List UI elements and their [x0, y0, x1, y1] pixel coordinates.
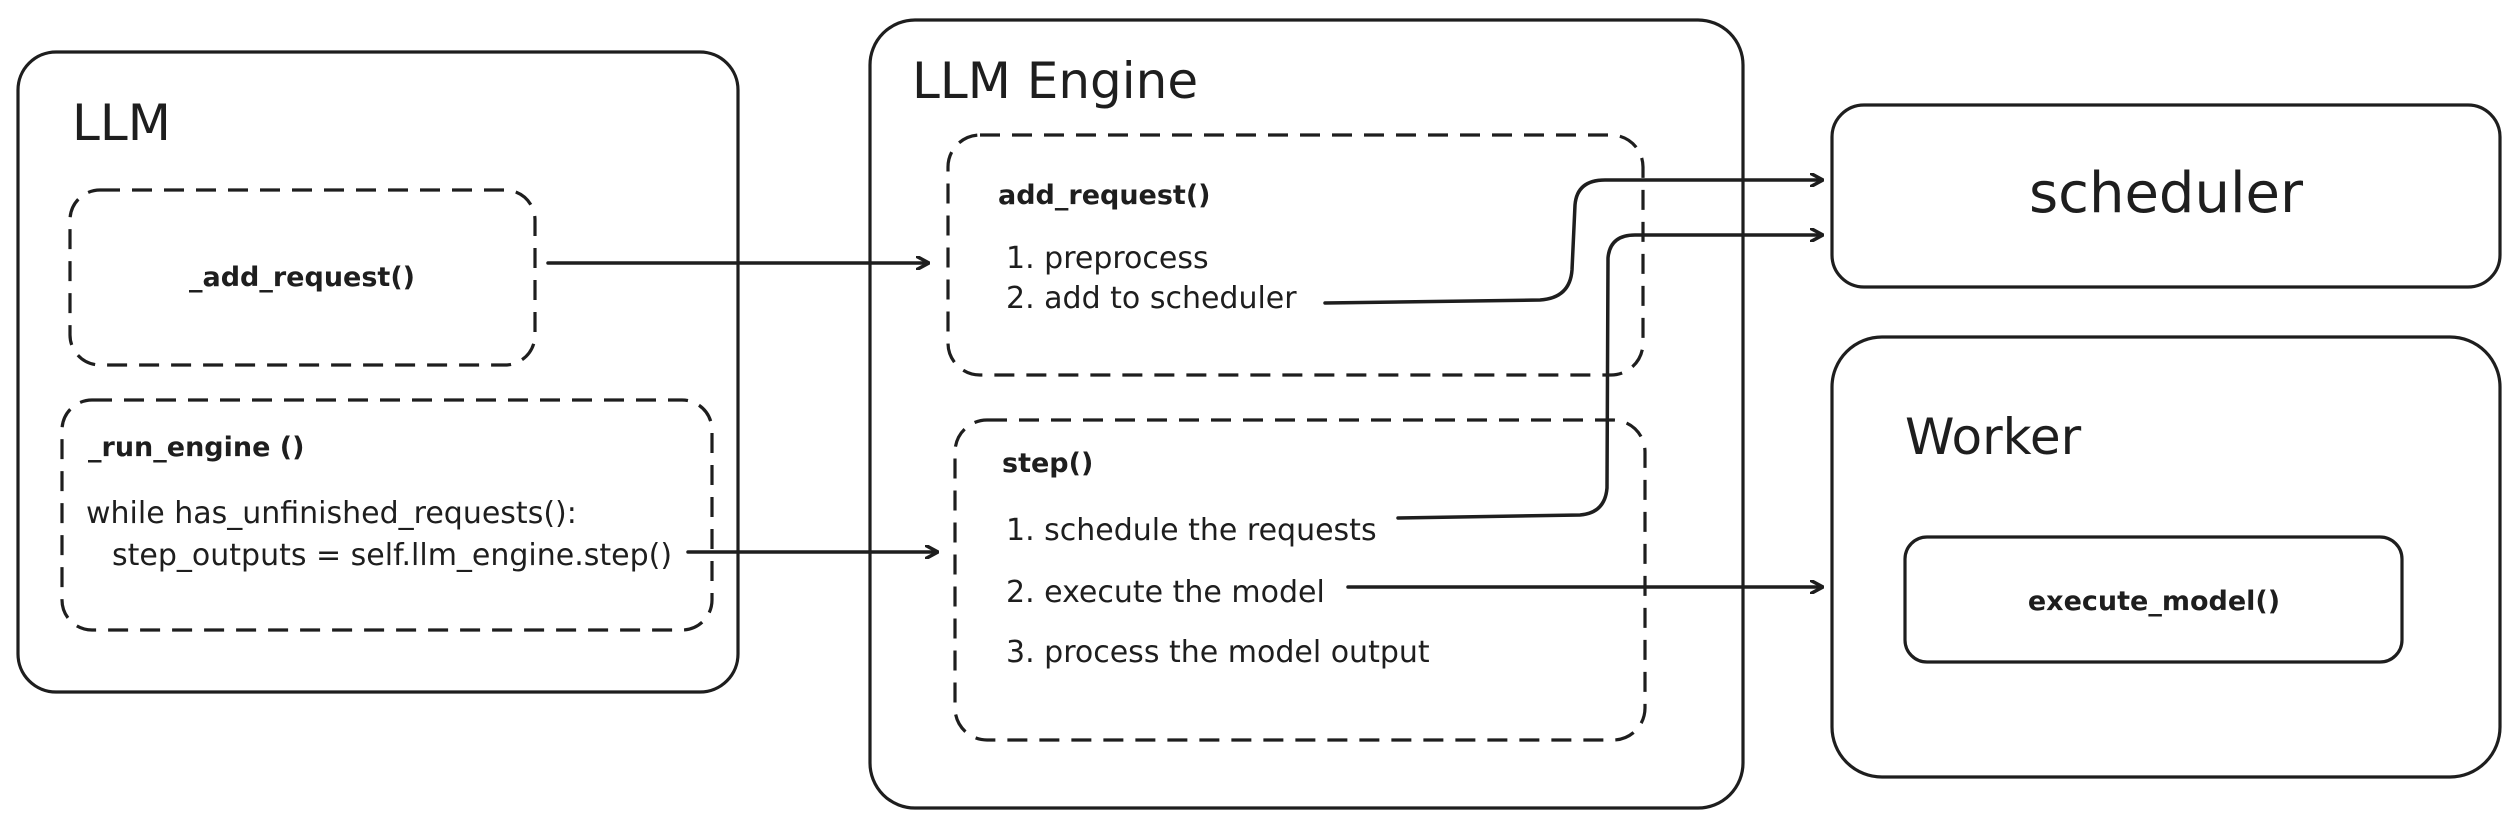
execute-model-label: execute_model()	[2028, 586, 2280, 617]
llm-add-request-box: _add_request()	[68, 188, 537, 367]
scheduler-box: scheduler	[1830, 103, 2502, 289]
execute-model-box: execute_model()	[1903, 535, 2404, 664]
run-engine-line1: while has_unfinished_requests():	[86, 496, 577, 531]
llm-title: LLM	[72, 94, 171, 152]
run-engine-line2: step_outputs = self.llm_engine.step()	[112, 538, 672, 573]
engine-step-line1: 1. schedule the requests	[1006, 513, 1377, 548]
run-engine-title: _run_engine ()	[88, 432, 305, 463]
worker-box: Worker execute_model()	[1830, 335, 2502, 779]
arrow-add-to-scheduler	[1323, 180, 1822, 305]
arrow-schedule-requests	[1396, 235, 1822, 520]
engine-step-line2: 2. execute the model	[1006, 575, 1325, 610]
llm-engine-title: LLM Engine	[912, 52, 1198, 110]
engine-step-box: step() 1. schedule the requests 2. execu…	[953, 418, 1647, 742]
engine-step-title: step()	[1002, 448, 1093, 479]
engine-add-request-title: add_request()	[998, 180, 1211, 211]
llm-box: LLM _add_request() _run_engine () while …	[16, 50, 740, 694]
engine-add-request-line1: 1. preprocess	[1006, 241, 1209, 276]
engine-add-request-box: add_request() 1. preprocess 2. add to sc…	[946, 133, 1645, 377]
worker-title: Worker	[1905, 408, 2082, 466]
engine-step-line3: 3. process the model output	[1006, 635, 1430, 670]
llm-add-request-label: _add_request()	[189, 262, 415, 293]
llm-run-engine-box: _run_engine () while has_unfinished_requ…	[60, 398, 714, 632]
scheduler-title: scheduler	[2029, 161, 2304, 226]
engine-add-request-line2: 2. add to scheduler	[1006, 281, 1297, 316]
llm-engine-box: LLM Engine add_request() 1. preprocess 2…	[868, 18, 1745, 810]
